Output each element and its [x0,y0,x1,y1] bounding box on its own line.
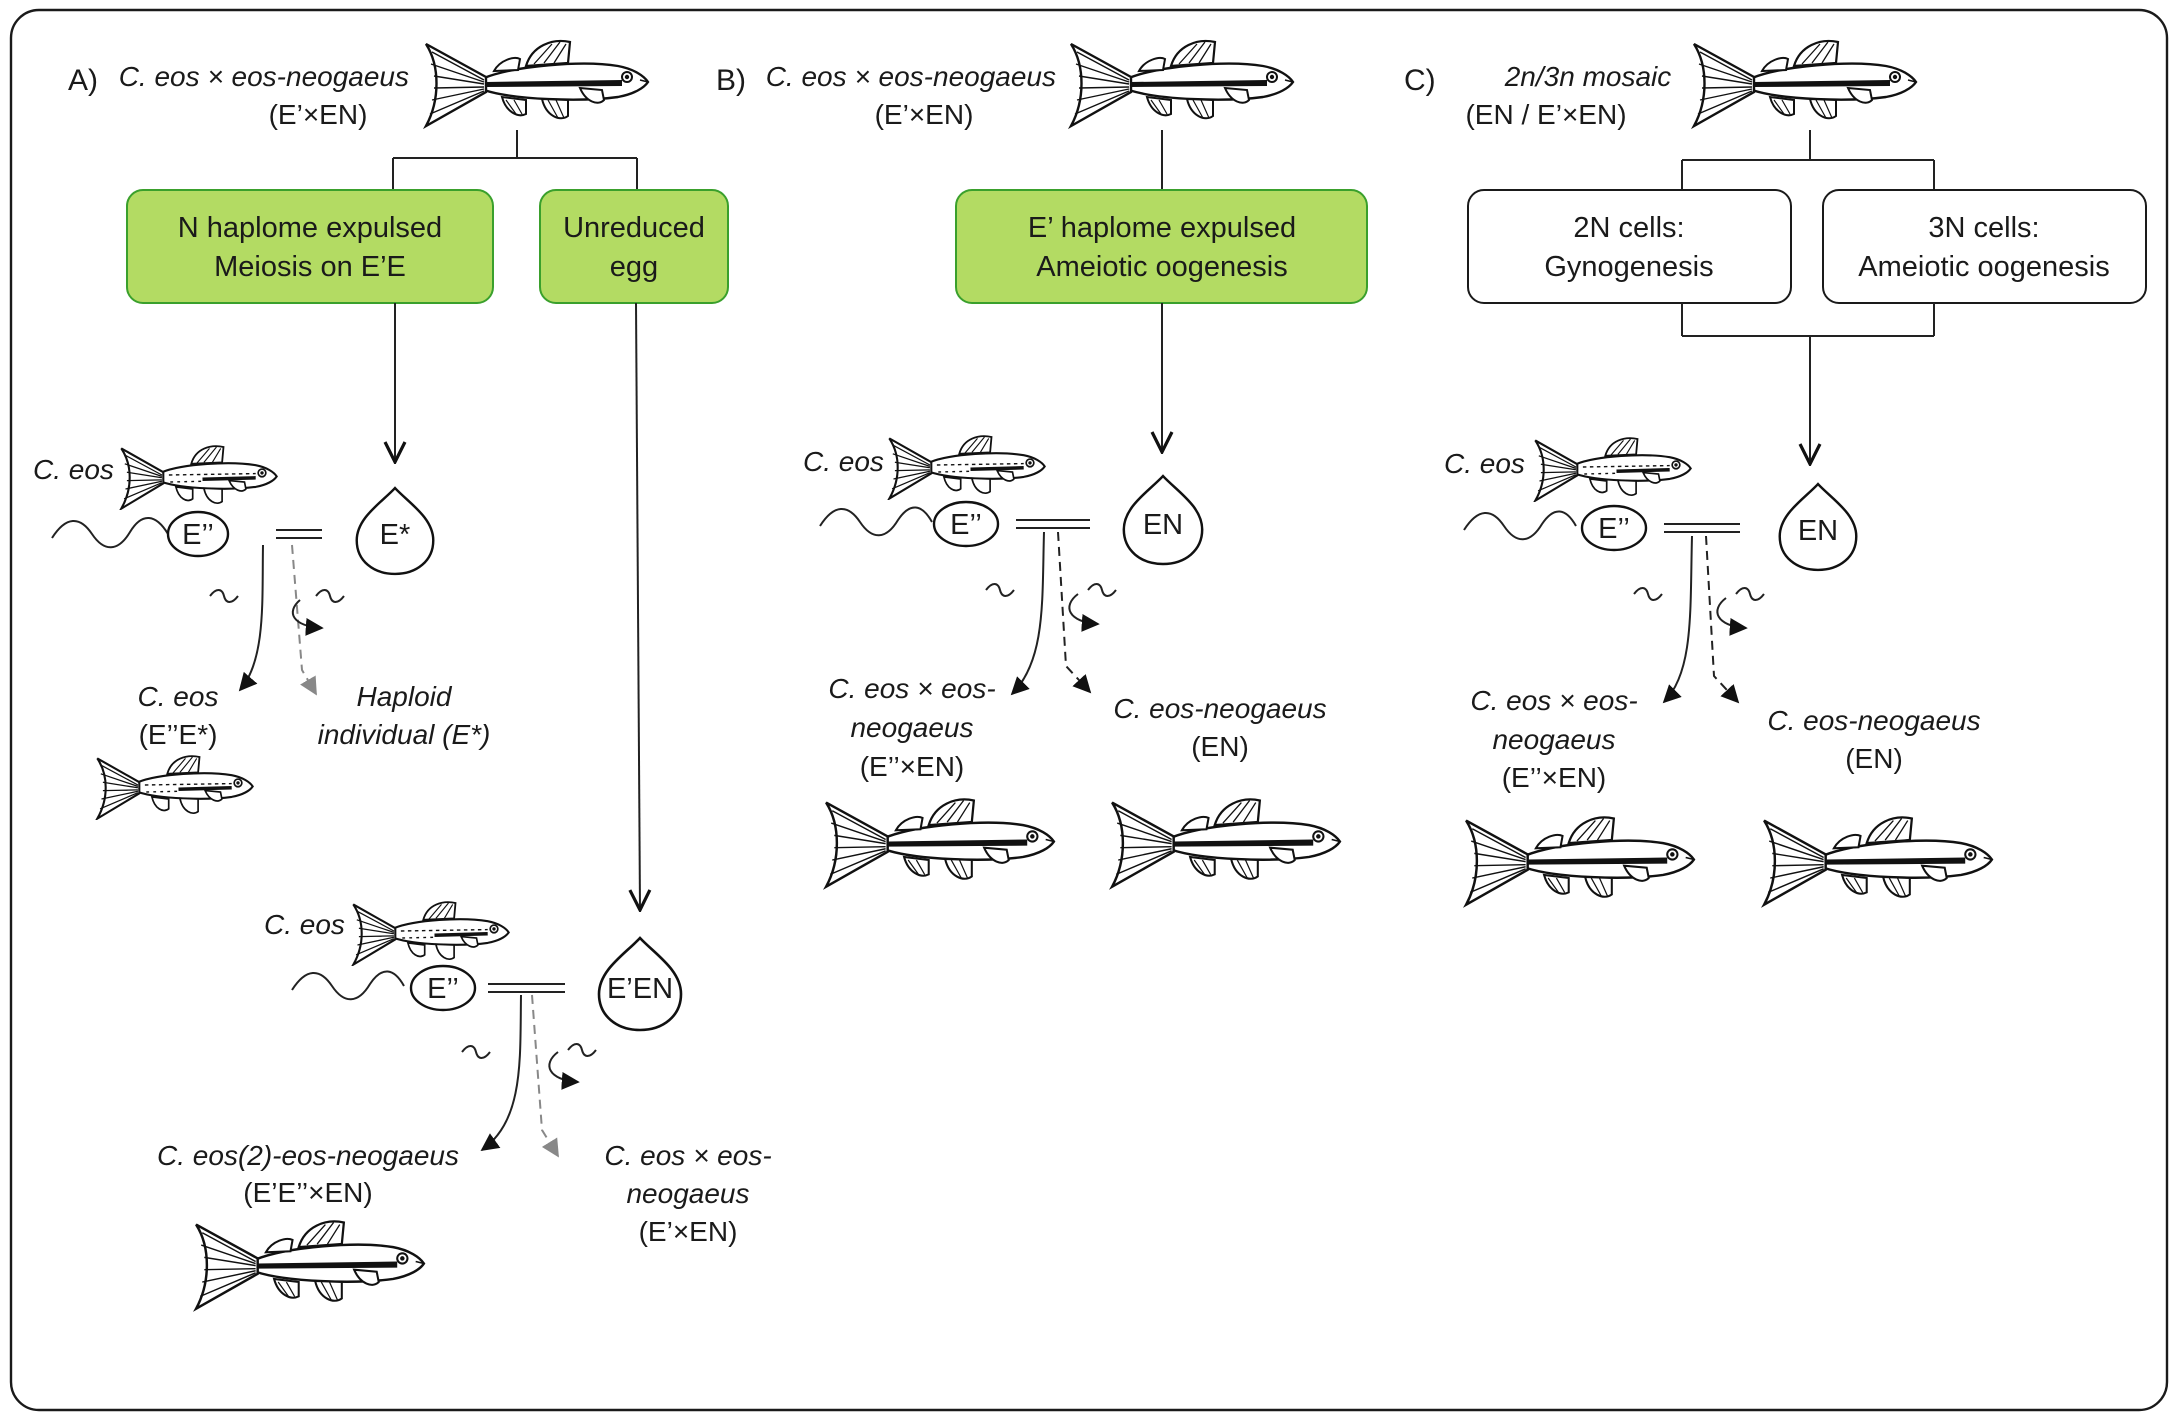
cross-symbol-a2 [488,983,565,993]
sperm-cell-icon [932,500,1000,548]
offspring-a1-genome: (E’’E*) [139,719,218,750]
egg-genome-b: EN [1143,509,1183,541]
arrow-offspring-b1 [1010,531,1045,696]
cross-symbol-c [1664,523,1740,533]
panel-c-title: 2n/3n mosaic [1504,61,1672,92]
n-haplome-box-line2: Meiosis on E’E [214,251,406,283]
3n-cells-box-line1: 3N cells: [1928,212,2039,244]
sperm-genome-a1: E’’ [182,519,214,551]
female-symbol-icon [567,1043,597,1057]
offspring-a2-line2: individual (E*) [318,719,491,750]
male-symbol-icon [985,583,1015,597]
e-haplome-box-line2: Ameiotic oogenesis [1036,251,1287,283]
2n-cells-box-line1: 2N cells: [1573,212,1684,244]
arrow-offspring-a1 [238,544,264,692]
panel-c-title-genome: (EN / E’×EN) [1465,99,1626,130]
male-label-b: C. eos [803,446,884,477]
sperm-genome-a2: E’’ [427,973,459,1005]
male-symbol-icon [209,589,239,603]
female-symbol-icon [1735,587,1765,601]
panel-a-letter: A) [68,64,98,97]
offspring-b1-genome: (E’’×EN) [860,751,965,782]
offspring-a4-line2: neogaeus [626,1178,749,1209]
sperm-tail-a2 [291,970,405,1001]
3n-cells-box-line2: Ameiotic oogenesis [1858,251,2109,283]
offspring-c1-genome: (E’’×EN) [1502,762,1607,793]
n-haplome-box [126,189,494,304]
2n-cells-box-line2: Gynogenesis [1544,251,1713,283]
male-symbol-icon [461,1045,491,1059]
male-symbol-icon [1633,587,1663,601]
unreduced-egg-box-line1: Unreduced [563,212,705,244]
dashed-arrow-offspring-b2 [1057,531,1092,694]
female-symbol-icon [1087,583,1117,597]
sperm-genome-c: E’’ [1598,513,1630,545]
offspring-c1-line2: neogaeus [1492,724,1615,755]
panel-c-top-bracket [1681,130,1935,190]
female-curved-arrow-c [1716,597,1748,636]
cross-symbol-b [1016,519,1090,529]
offspring-a1-name: C. eos [138,681,219,712]
panel-b-title: C. eos × eos-neogaeus [766,61,1056,92]
female-curved-arrow-a1 [291,599,324,636]
sperm-cell-icon [1580,504,1648,552]
panel-c-letter: C) [1404,64,1436,97]
panel-b: B) C. eos × eos-neogaeus (E’×EN) E’ hapl… [716,39,1368,888]
egg-genome-a1: E* [380,519,411,551]
offspring-b1-line2: neogaeus [850,712,973,743]
sperm-tail-b [819,506,933,537]
male-label-a1: C. eos [33,454,114,485]
offspring-a2-line1: Haploid [357,681,453,712]
panel-a-title-genome: (E’×EN) [269,99,368,130]
sperm-cell-icon [166,510,230,558]
offspring-b2-genome: (EN) [1191,731,1249,762]
dashed-arrow-offspring-a2 [291,544,317,696]
panel-b-letter: B) [716,64,746,97]
panel-a-bracket [392,130,638,190]
n-haplome-box-line1: N haplome expulsed [178,212,442,244]
sperm-genome-b: E’’ [950,509,982,541]
panel-a-title: C. eos × eos-neogaeus [119,61,409,92]
unreduced-egg-box [539,189,729,304]
e-haplome-box-line1: E’ haplome expulsed [1028,212,1296,244]
offspring-a3-genome: (E’E’’×EN) [243,1177,372,1208]
egg-genome-c: EN [1798,515,1838,547]
arrow-offspring-a3 [480,994,522,1152]
arrow-offspring-c1 [1662,535,1693,704]
3n-cells-box [1822,189,2147,304]
panel-a: A) C. eos × eos-neogaeus (E’×EN) N haplo… [33,39,772,1310]
e-haplome-box [955,189,1368,304]
female-symbol-icon [315,589,345,603]
female-curved-arrow-a2 [548,1051,580,1090]
offspring-a4-line1: C. eos × eos- [604,1140,771,1171]
offspring-b2-name: C. eos-neogaeus [1113,693,1326,724]
dashed-arrow-offspring-a4 [531,994,559,1158]
offspring-c1-line1: C. eos × eos- [1470,685,1637,716]
2n-cells-box [1467,189,1792,304]
panel-c: C) 2n/3n mosaic (EN / E’×EN) 2N cells: G… [1404,39,2147,906]
male-label-a2: C. eos [264,909,345,940]
female-curved-arrow-b [1068,593,1100,632]
offspring-a4-genome: (E’×EN) [639,1216,738,1247]
dashed-arrow-offspring-c2 [1705,535,1740,704]
offspring-c2-name: C. eos-neogaeus [1767,705,1980,736]
sperm-tail-c [1463,510,1577,541]
cross-symbol-a1 [276,529,322,539]
unreduced-egg-box-line2: egg [610,251,658,283]
arrow-to-unreduced-egg [636,302,640,910]
male-label-c: C. eos [1444,448,1525,479]
panel-b-title-genome: (E’×EN) [875,99,974,130]
offspring-c2-genome: (EN) [1845,743,1903,774]
sperm-tail-a1 [51,517,169,549]
egg-genome-a2: E’EN [607,973,673,1005]
offspring-a3-name: C. eos(2)-eos-neogaeus [157,1140,459,1171]
sperm-cell-icon [409,964,477,1012]
offspring-b1-line1: C. eos × eos- [828,673,995,704]
panel-c-bottom-bracket [1681,303,1935,464]
